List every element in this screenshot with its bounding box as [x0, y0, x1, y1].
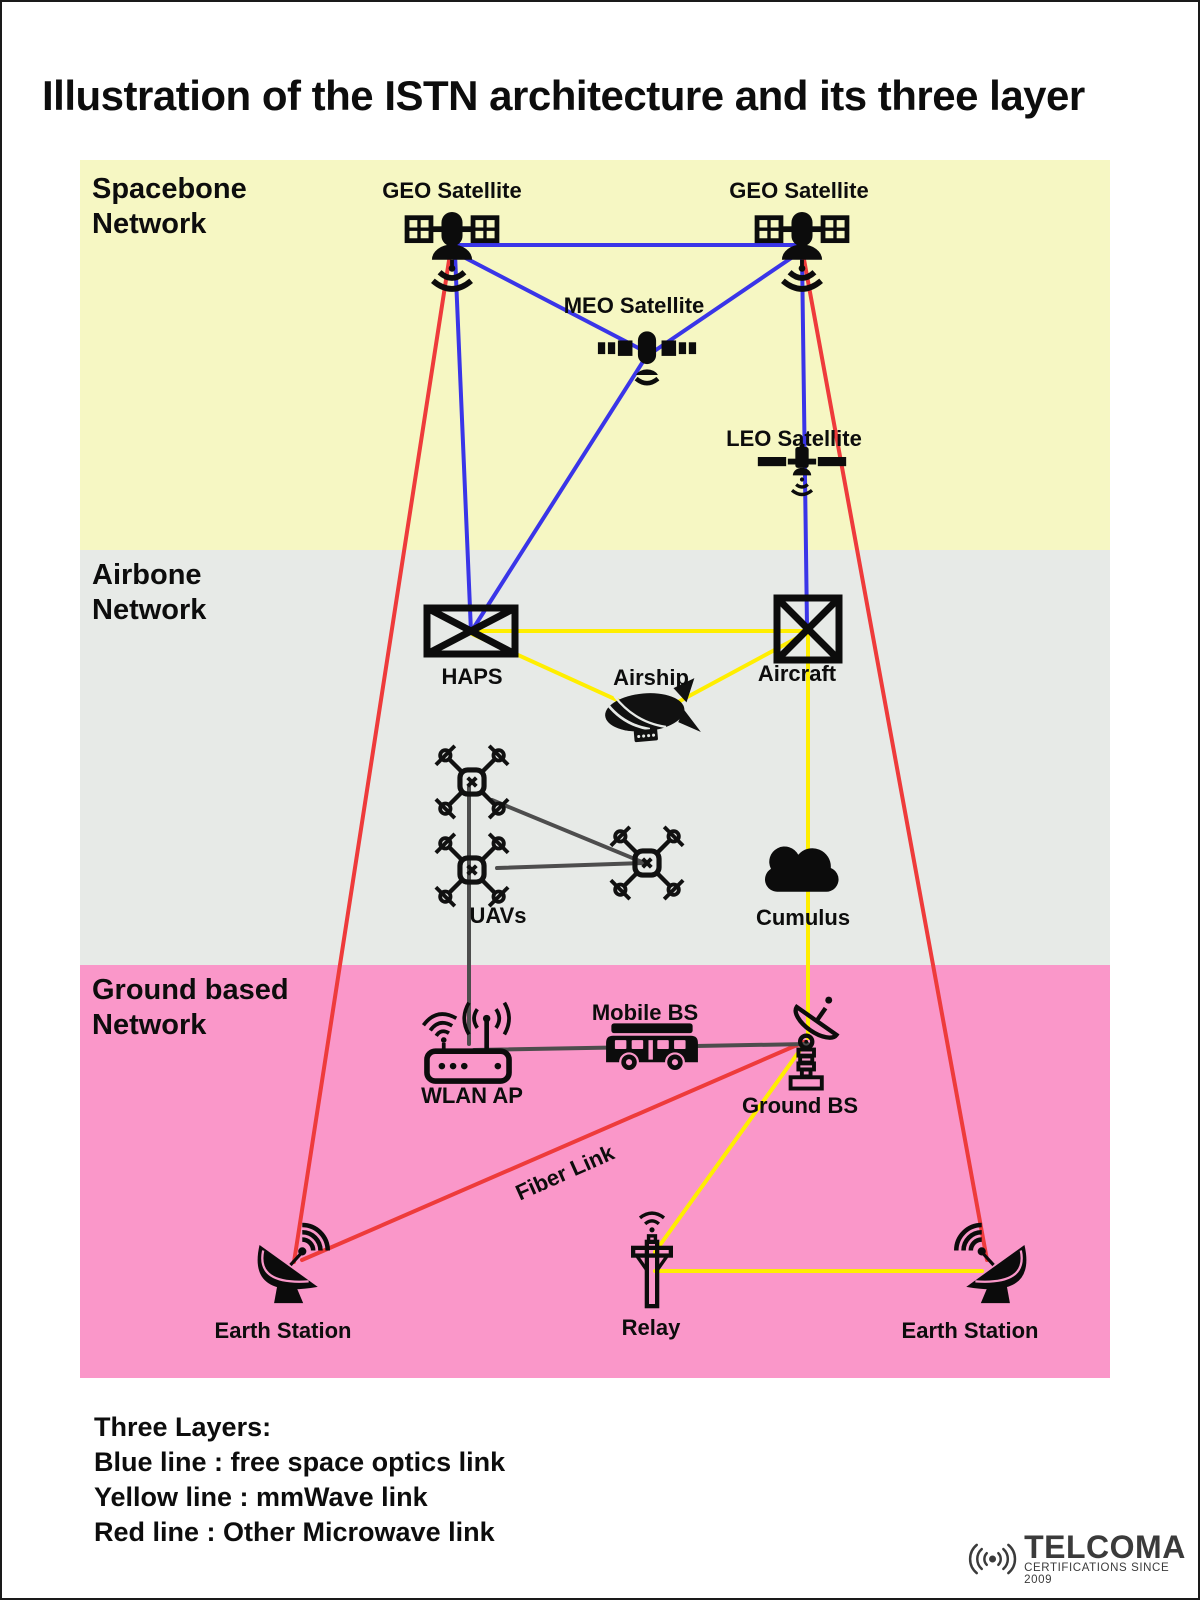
legend-item-red: Red line : Other Microwave link [94, 1517, 495, 1547]
label-haps: HAPS [441, 664, 503, 689]
page-title: Illustration of the ISTN architecture an… [42, 72, 1085, 119]
link-blue-georight-meo [648, 250, 802, 356]
logo-tagline: CERTIFICATIONS SINCE 2009 [1024, 1562, 1170, 1586]
ground-dish-icon [788, 996, 840, 1091]
drone-icon [609, 825, 685, 901]
geo-satellite-icon [404, 211, 500, 292]
label-airship: Airship [613, 665, 689, 690]
layer-band-spacebone [80, 160, 1110, 550]
aircraft-box-icon [773, 594, 843, 664]
label-mobile-bs: Mobile BS [591, 1000, 699, 1025]
uav-drone-1 [429, 739, 515, 825]
telcoma-logo: TELCOMA CERTIFICATIONS SINCE 2009 [966, 1529, 1198, 1586]
cloud-icon [764, 846, 839, 892]
ground-bs-node [775, 986, 853, 1094]
link-yellow-groundbs-relay [653, 1044, 805, 1254]
drone-icon [434, 744, 510, 820]
geo-satellite-icon [754, 211, 850, 292]
link-gray-uav1-uav3 [490, 798, 644, 864]
link-gray-uav2-uav3 [495, 861, 646, 870]
leo-satellite [756, 444, 848, 500]
relay-pole-icon [631, 1211, 673, 1309]
label-earth-station-left: Earth Station [214, 1318, 352, 1343]
layer-label-airbone: Airbone Network [92, 559, 207, 626]
link-red-georight-earthright [801, 252, 989, 1262]
label-wlan-ap: WLAN AP [421, 1083, 523, 1108]
legend: Three Layers: Blue line : free space opt… [94, 1410, 505, 1550]
layer-label-ground: Ground based Network [92, 974, 289, 1041]
relay-node [622, 1206, 682, 1312]
drone-icon [434, 832, 510, 908]
label-cumulus: Cumulus [755, 905, 851, 930]
meo-satellite [597, 322, 697, 388]
link-blue-meo-haps [469, 358, 646, 634]
label-aircraft: Aircraft [757, 661, 837, 686]
earth-station-icon [257, 1222, 330, 1304]
label-relay: Relay [621, 1315, 681, 1340]
earth-station-right [939, 1219, 1039, 1311]
airship-icon [605, 678, 701, 743]
airship-node [596, 678, 708, 754]
uav-drone-3 [604, 820, 690, 906]
link-blue-geoleft-haps [453, 252, 473, 634]
legend-heading: Three Layers: [94, 1412, 272, 1442]
label-leo-satellite: LEO Satellite [726, 426, 862, 451]
meo-satellite-icon [597, 331, 697, 386]
geo-satellite-left [404, 211, 500, 299]
bus-icon [606, 1023, 698, 1073]
legend-item-yellow: Yellow line : mmWave link [94, 1482, 428, 1512]
link-red-fiber-groundbs-earthleft [300, 1040, 806, 1262]
label-uavs: UAVs [469, 903, 527, 928]
uav-drone-2 [429, 827, 515, 913]
geo-satellite-right [754, 211, 850, 299]
haps-node [423, 604, 519, 658]
legend-item-blue: Blue line : free space optics link [94, 1447, 506, 1477]
logo-name: TELCOMA [1024, 1529, 1186, 1565]
label-earth-station-right: Earth Station [901, 1318, 1039, 1343]
layer-band-ground [80, 965, 1110, 1378]
label-meo-satellite: MEO Satellite [563, 293, 705, 318]
label-geo-satellite-right: GEO Satellite [729, 178, 869, 203]
cumulus-node [756, 841, 844, 896]
layer-band-airbone [80, 550, 1110, 965]
haps-box-icon [423, 604, 519, 658]
leo-satellite-icon [757, 444, 847, 497]
earth-station-icon [954, 1222, 1027, 1304]
wifi-router-icon [421, 1001, 512, 1084]
layer-label-spacebone: Spacebone Network [92, 173, 247, 240]
wlan-ap-node [412, 992, 524, 1089]
link-blue-geoleft-meo [452, 250, 648, 354]
link-blue-georight-leo-aircraft [800, 252, 809, 628]
aircraft-node [773, 594, 843, 664]
signal-waves-icon [968, 1543, 1017, 1575]
mobile-bs-node [599, 1022, 705, 1077]
link-red-geoleft-earthleft [292, 252, 452, 1264]
label-geo-satellite-left: GEO Satellite [382, 178, 522, 203]
earth-station-left [245, 1219, 345, 1311]
label-ground-bs: Ground BS [741, 1093, 859, 1118]
